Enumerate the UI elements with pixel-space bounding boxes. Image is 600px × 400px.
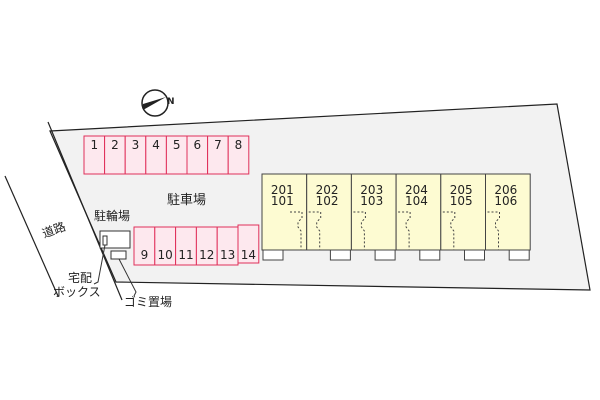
- parking-number: 12: [199, 248, 214, 262]
- entrance-path: [353, 211, 366, 250]
- balcony: [374, 249, 396, 261]
- bicycle-parking-label: 駐輪場: [94, 208, 130, 223]
- parking-label: 駐車場: [167, 193, 206, 208]
- parking-number: 5: [173, 138, 181, 152]
- road-edge: [4, 175, 59, 297]
- unit-lower-number: 101: [271, 194, 294, 208]
- parking-number: 3: [132, 138, 140, 152]
- unit-upper-number: 206: [494, 183, 517, 197]
- entrance-path: [398, 211, 411, 250]
- parking-number: 14: [241, 248, 256, 262]
- balcony: [508, 249, 530, 261]
- entrance-path: [308, 211, 322, 250]
- unit-lower-number: 102: [316, 194, 339, 208]
- garbage-area-label: ゴミ置場: [124, 294, 172, 309]
- parking-number: 2: [111, 138, 119, 152]
- balcony: [329, 249, 351, 261]
- parking-number: 13: [220, 248, 235, 262]
- unit-lower-number: 106: [494, 194, 517, 208]
- parking-number: 11: [178, 248, 193, 262]
- parking-number: 7: [214, 138, 222, 152]
- unit-upper-number: 204: [405, 183, 428, 197]
- garbage-area: [110, 250, 127, 260]
- road-label: 道路: [40, 219, 68, 241]
- north-label: N: [167, 97, 175, 107]
- balcony: [464, 249, 485, 261]
- unit-lower-number: 103: [360, 194, 383, 208]
- parking-number: 1: [90, 138, 98, 152]
- unit-lower-number: 104: [405, 194, 428, 208]
- delivery-box-label: 宅配: [68, 270, 92, 285]
- compass-icon: N: [141, 89, 175, 117]
- unit-upper-number: 202: [316, 183, 339, 197]
- delivery-box-label-2: ボックス: [53, 285, 101, 299]
- entrance-path: [290, 211, 303, 250]
- lot-left-boundary: [47, 121, 123, 301]
- unit-upper-number: 203: [360, 183, 383, 197]
- balcony: [419, 249, 441, 261]
- entrance-path: [442, 211, 456, 250]
- parking-space-8: [227, 135, 250, 175]
- parking-number: 9: [141, 248, 149, 262]
- delivery-box: [102, 235, 108, 246]
- balcony: [262, 249, 284, 261]
- parking-space-14: [237, 224, 260, 264]
- parking-number: 6: [193, 138, 201, 152]
- unit-upper-number: 201: [271, 183, 294, 197]
- parking-number: 4: [152, 138, 160, 152]
- parking-number: 8: [235, 138, 243, 152]
- unit-lower-number: 105: [450, 194, 473, 208]
- unit-upper-number: 205: [450, 183, 473, 197]
- parking-number: 10: [158, 248, 173, 262]
- entrance-path: [487, 211, 500, 250]
